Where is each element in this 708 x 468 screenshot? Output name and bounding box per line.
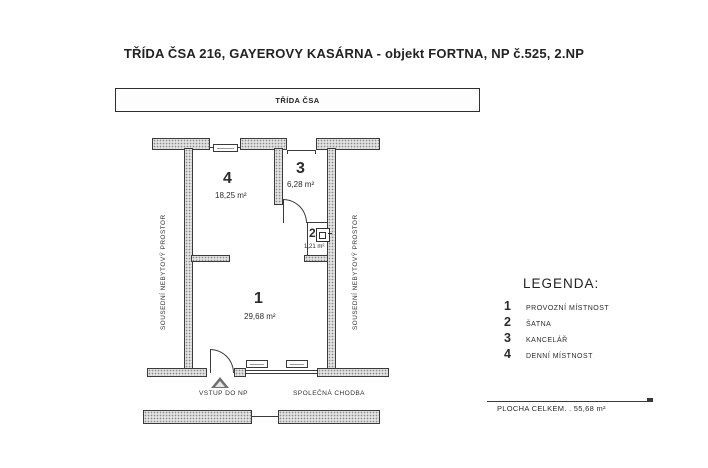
total-text: PLOCHA CELKEM. . 55,68 m² <box>497 404 606 413</box>
legend-item: 2 ŠATNA <box>504 315 551 329</box>
room-3-area: 6,28 m² <box>287 180 315 189</box>
room-4-number: 4 <box>223 170 232 187</box>
window-tag-top <box>213 144 238 152</box>
street-label: TŘÍDA ČSA <box>275 95 320 105</box>
wall-top-right <box>316 138 380 150</box>
total-line-tick <box>647 398 653 401</box>
side-label-left: SOUSEDNÍ NEBYTOVÝ PROSTOR <box>160 214 167 330</box>
wall-bottom-small <box>234 368 246 377</box>
fixture-tick-icon <box>328 233 332 235</box>
room-4-area: 18,25 m² <box>215 191 247 200</box>
legend-item-label: DENNÍ MÍSTNOST <box>526 353 593 360</box>
legend-item-label: PROVOZNÍ MÍSTNOST <box>526 305 610 312</box>
door-arc-entrance <box>210 349 234 373</box>
legend-item-label: KANCELÁŘ <box>526 337 568 344</box>
legend-item: 1 PROVOZNÍ MÍSTNOST <box>504 299 609 313</box>
wall-bottom-thin <box>246 370 317 374</box>
legend-title: LEGENDA: <box>523 276 600 291</box>
wall-room2-left <box>307 222 308 258</box>
total-value: 55,68 m² <box>573 404 606 413</box>
wall-top-mid <box>240 138 287 150</box>
street-bar: TŘÍDA ČSA <box>115 88 480 112</box>
wall-top-left <box>152 138 210 150</box>
total-line <box>487 401 653 402</box>
window-tag-bottom-2 <box>286 360 308 368</box>
fixture-inner-icon <box>319 232 326 239</box>
room-2-area: 1,21 m² <box>304 244 325 250</box>
legend-item: 4 DENNÍ MÍSTNOST <box>504 347 593 361</box>
corridor-bar-right <box>278 410 380 424</box>
wall-room2-top <box>307 222 327 223</box>
wall-room4-room3 <box>274 148 283 205</box>
corridor-bar-left <box>143 410 252 424</box>
sink-fixture-icon <box>316 228 332 242</box>
legend-item-number: 3 <box>504 331 511 345</box>
corridor-label: SPOLEČNÁ CHODBA <box>293 390 365 397</box>
window-line-top-2 <box>287 150 316 151</box>
window-tag-text <box>290 363 304 365</box>
room-2-number: 2 <box>309 226 316 240</box>
wall-bottom-left <box>147 368 207 377</box>
wall-left <box>184 148 193 377</box>
legend-item-number: 2 <box>504 315 511 329</box>
legend-item-number: 4 <box>504 347 511 361</box>
side-label-right: SOUSEDNÍ NEBYTOVÝ PROSTOR <box>352 214 359 330</box>
legend-item-label: ŠATNA <box>526 321 552 328</box>
window-tag-text <box>250 363 264 365</box>
wall-bottom-right <box>317 368 389 377</box>
entrance-label: VSTUP DO NP <box>199 390 248 397</box>
page-title: TŘÍDA ČSA 216, GAYEROVY KASÁRNA - objekt… <box>123 46 585 61</box>
legend-item: 3 KANCELÁŘ <box>504 331 568 345</box>
legend-item-number: 1 <box>504 299 511 313</box>
window-jamb-right <box>315 150 316 154</box>
window-jamb-left <box>287 150 288 154</box>
wall-room4-stub <box>191 255 230 262</box>
wall-right <box>327 148 336 377</box>
room-1-number: 1 <box>254 290 263 307</box>
window-tag-text <box>217 147 234 149</box>
window-tag-bottom-1 <box>246 360 268 368</box>
wall-room2-bottom <box>304 255 328 262</box>
room-1-area: 29,68 m² <box>244 312 276 321</box>
room-3-number: 3 <box>296 160 305 177</box>
door-arc-room3 <box>283 199 307 223</box>
entrance-triangle-inner-icon <box>215 381 225 387</box>
total-label: PLOCHA CELKEM. . <box>497 404 572 413</box>
corridor-connector-line <box>252 416 278 417</box>
